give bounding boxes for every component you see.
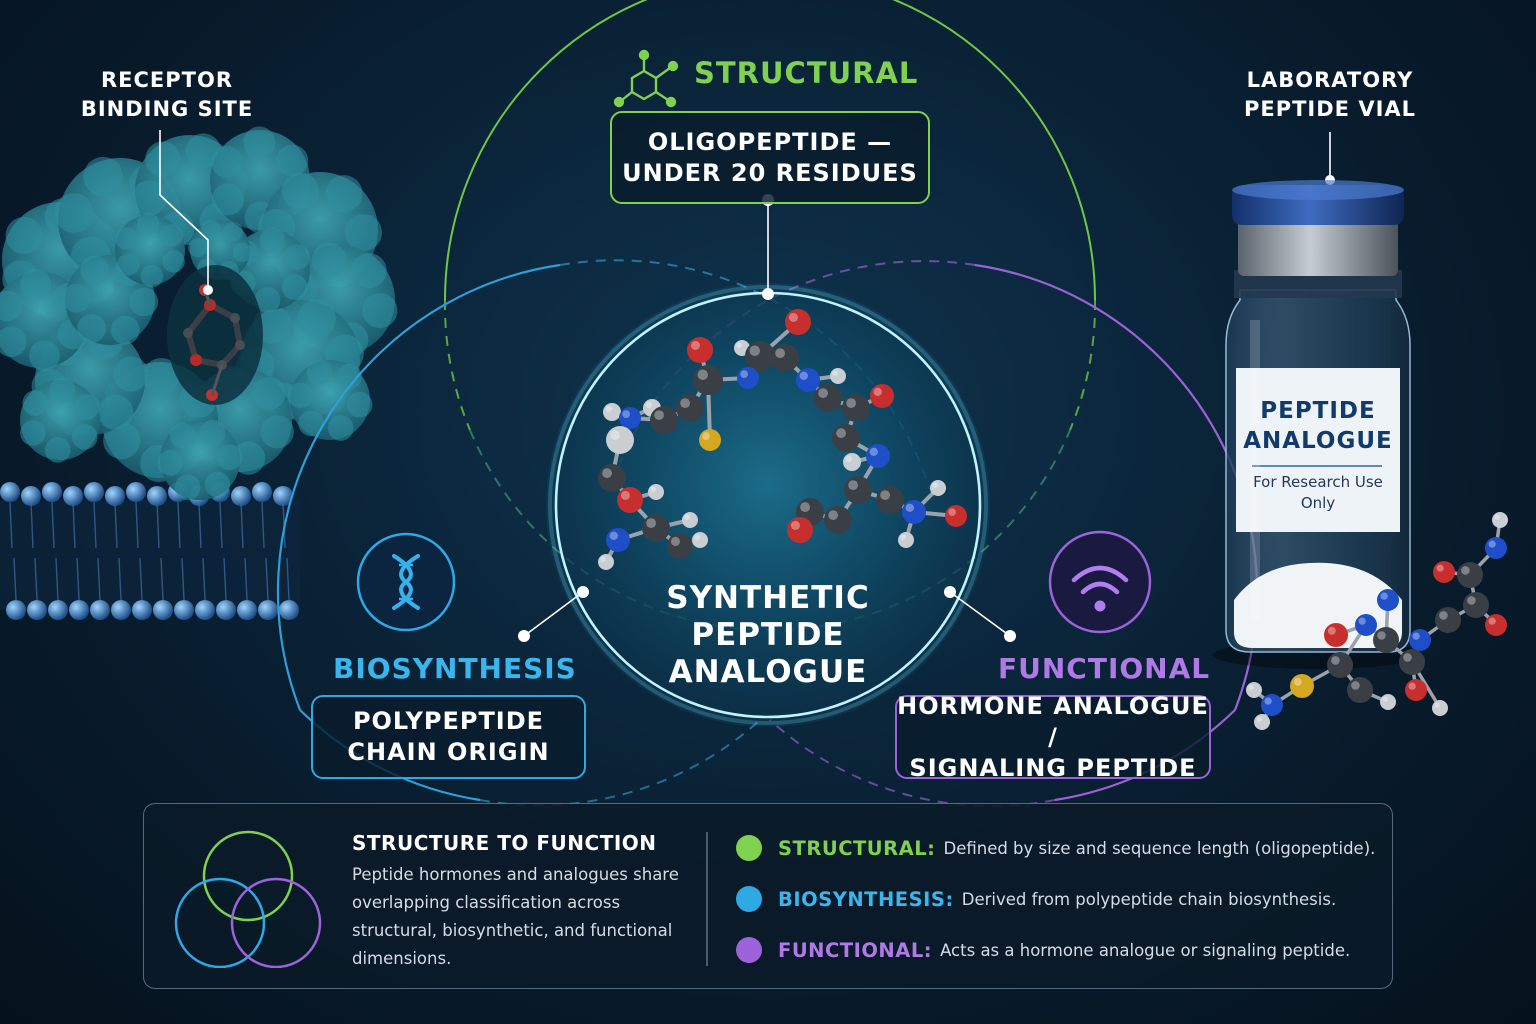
functional-box: HORMONE ANALOGUE / SIGNALING PEPTIDE (895, 692, 1211, 782)
legend-body: Peptide hormones and analogues share ove… (352, 861, 702, 973)
receptor-callout-line2: BINDING SITE (80, 97, 254, 121)
vial-callout: LABORATORY PEPTIDE VIAL (1228, 66, 1432, 124)
legend-body-line1: Peptide hormones and analogues share (352, 865, 679, 884)
vial-label-sub2: Only (1300, 494, 1336, 512)
peptide-molecule (598, 309, 967, 570)
legend-body-line4: dimensions. (352, 949, 452, 968)
vial-label: PEPTIDE ANALOGUE For Research Use Only (1236, 396, 1400, 514)
legend-divider (706, 832, 708, 966)
functional-box-line2: SIGNALING PEPTIDE (909, 753, 1197, 782)
structural-box: OLIGOPEPTIDE — UNDER 20 RESIDUES (610, 111, 930, 204)
receptor-callout-line1: RECEPTOR (100, 68, 233, 92)
side-molecule (1246, 512, 1508, 730)
legend-item-functional: FUNCTIONAL: Acts as a hormone analogue o… (736, 937, 1350, 963)
structural-box-line2: UNDER 20 RESIDUES (622, 158, 918, 187)
functional-title: FUNCTIONAL (998, 652, 1211, 685)
peptide-vial (1213, 180, 1423, 669)
structural-box-line1: OLIGOPEPTIDE — (647, 127, 893, 156)
structural-title: STRUCTURAL (694, 56, 919, 90)
biosynthesis-box: POLYPEPTIDE CHAIN ORIGIN (311, 695, 586, 779)
vial-callout-line1: LABORATORY (1246, 68, 1414, 92)
legend-heading: STRUCTURE TO FUNCTION (352, 831, 657, 855)
legend-desc: Acts as a hormone analogue or signaling … (940, 940, 1351, 960)
legend-desc: Defined by size and sequence length (oli… (943, 838, 1376, 858)
green-dot-icon (736, 835, 762, 861)
center-label: SYNTHETIC PEPTIDE ANALOGUE (618, 580, 918, 691)
legend-key: STRUCTURAL: (778, 836, 936, 860)
legend-body-line2: overlapping classification across (352, 893, 621, 912)
molecule-icon (613, 49, 679, 108)
legend-panel: STRUCTURE TO FUNCTION Peptide hormones a… (143, 803, 1393, 989)
venn-mini-icon (174, 830, 322, 968)
receptor-protein (0, 126, 398, 501)
biosynthesis-title: BIOSYNTHESIS (333, 652, 577, 685)
legend-item-biosynthesis: BIOSYNTHESIS: Derived from polypeptide c… (736, 886, 1336, 912)
legend-key: BIOSYNTHESIS: (778, 887, 954, 911)
center-label-line2: PEPTIDE (691, 617, 845, 653)
legend-item-structural: STRUCTURAL: Defined by size and sequence… (736, 835, 1375, 861)
dna-icon (356, 532, 456, 632)
vial-callout-line2: PEPTIDE VIAL (1243, 97, 1417, 121)
center-label-line3: ANALOGUE (668, 654, 868, 690)
center-label-line1: SYNTHETIC (666, 580, 870, 616)
signal-icon (1048, 530, 1152, 634)
biosynthesis-box-line1: POLYPEPTIDE (352, 707, 545, 735)
biosynthesis-box-line2: CHAIN ORIGIN (347, 738, 550, 766)
cell-membrane (0, 482, 300, 620)
legend-desc: Derived from polypeptide chain biosynthe… (961, 889, 1337, 909)
vial-label-sub1: For Research Use (1253, 473, 1383, 491)
vial-label-title1: PEPTIDE (1260, 398, 1376, 424)
legend-key: FUNCTIONAL: (778, 938, 933, 962)
blue-dot-icon (736, 886, 762, 912)
vial-label-title2: ANALOGUE (1243, 428, 1393, 454)
functional-box-line1: HORMONE ANALOGUE / (897, 691, 1209, 751)
purple-dot-icon (736, 937, 762, 963)
receptor-callout: RECEPTOR BINDING SITE (74, 66, 260, 124)
legend-body-line3: structural, biosynthetic, and functional (352, 921, 673, 940)
